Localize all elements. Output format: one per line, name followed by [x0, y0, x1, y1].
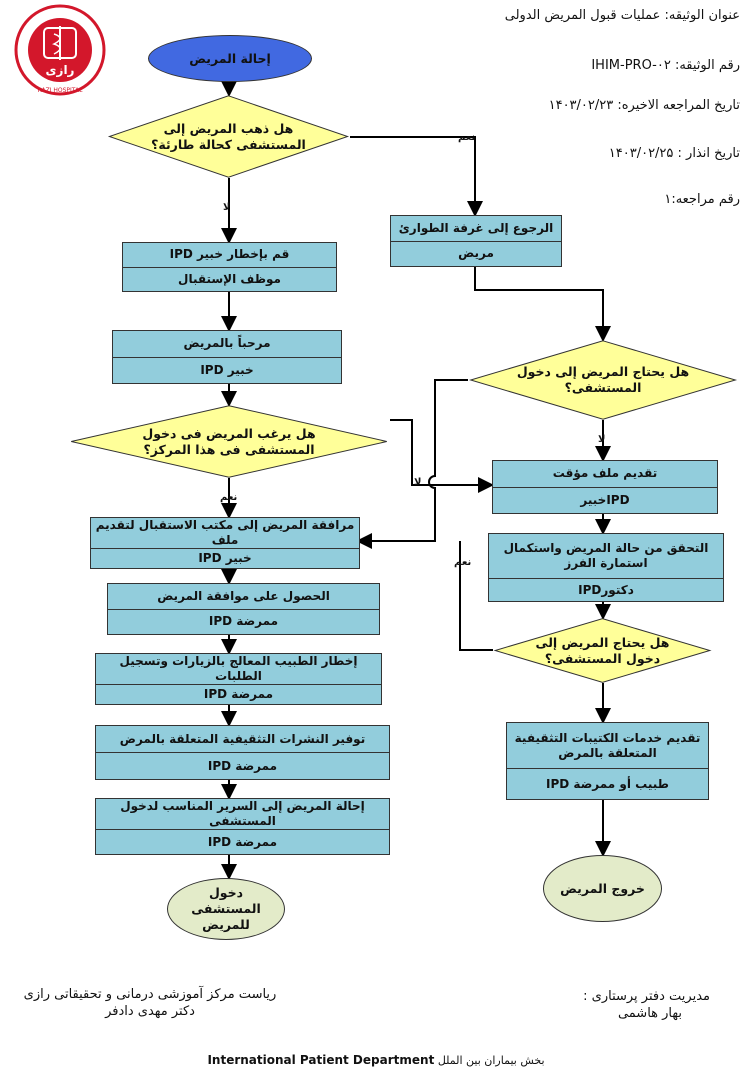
label-yes: نعم	[454, 557, 472, 568]
process-action: التحقق من حالة المريض واستكمال استمارة ا…	[503, 541, 709, 570]
signatory-title: رياست مركز آموزشى درمانى و تحقيقاتى رازى	[23, 987, 277, 1002]
process-role: طبيب أو ممرضة IPD	[507, 768, 708, 799]
svg-text:RAZI HOSPITAL: RAZI HOSPITAL	[38, 87, 84, 94]
process-role: IPDخبير	[493, 486, 717, 514]
process-role: خبير IPD	[91, 548, 359, 568]
process-notify-ipd: قم بإخطار خبير IPD موظف الإستقبال	[122, 242, 337, 292]
process-action: توفير النشرات التثقيفية المتعلقة بالمرض	[119, 731, 366, 746]
process-action: مرافقة المريض إلى مكتب الاستقبال لتقديم …	[95, 518, 355, 547]
process-temp-file: تقديم ملف مؤقت IPDخبير	[492, 460, 718, 514]
process-action: مرحباً بالمريض	[183, 336, 271, 351]
razi-hospital-logo: رازی RAZI HOSPITAL	[14, 4, 106, 96]
process-role: موظف الإستقبال	[123, 266, 336, 292]
process-action: الحصول على موافقة المريض	[157, 588, 330, 603]
process-role: ممرضة IPD	[108, 608, 379, 635]
label-no: لا	[414, 477, 422, 488]
process-education: تقديم خدمات الكتيبات التثقيفية المتعلقة …	[506, 722, 709, 800]
process-action: إخطار الطبيب المعالج بالزيارات وتسجيل ال…	[119, 654, 358, 683]
notice-date: تاريخ انذار : ۱۴۰۳/۰۲/۲۵	[608, 146, 740, 161]
process-action: إحالة المريض إلى السرير المناسب لدخول ال…	[120, 799, 365, 828]
process-role: ممرضة IPD	[96, 684, 381, 704]
signatory-name: بهار هاشمى	[617, 1006, 682, 1021]
end-admission: دخول المستشفى للمريض	[167, 878, 285, 940]
decision-needs-admission-2: هل يحتاج المريض إلى دخول المستشفى؟	[493, 618, 712, 683]
department-footer: International Patient Department بخش بيم…	[0, 1053, 752, 1067]
decision-emergency: هل ذهب المريض إلى المستشفى كحالة طارئة؟	[107, 95, 350, 178]
label-no: لا	[598, 434, 606, 445]
decision-text: هل يرغب المريض فى دخول المستشفى فى هذا ا…	[142, 425, 316, 457]
process-role: دكتورIPD	[489, 578, 723, 601]
document-number: رقم الوثيقه: IHIM-PRO-۰۲	[591, 58, 740, 73]
decision-needs-admission: هل يحتاج المريض إلى دخول المستشفى؟	[468, 340, 738, 420]
last-revision-date: تاريخ المراجعه الاخيره: ۱۴۰۳/۰۲/۲۳	[548, 98, 740, 113]
process-role: خبير IPD	[113, 356, 341, 384]
process-action: تقديم ملف مؤقت	[552, 466, 658, 481]
decision-text: هل يحتاج المريض إلى دخول المستشفى؟	[535, 634, 670, 666]
label-yes: نعم	[220, 492, 238, 503]
revision-number: رقم مراجعه:۱	[664, 192, 740, 207]
svg-text:رازی: رازی	[46, 63, 75, 77]
decision-text: هل ذهب المريض إلى المستشفى كحالة طارئة؟	[151, 120, 306, 152]
label-yes: نعم	[458, 132, 476, 143]
process-brochures: توفير النشرات التثقيفية المتعلقة بالمرض …	[95, 725, 390, 780]
process-action: تقديم خدمات الكتيبات التثقيفية المتعلقة …	[514, 730, 701, 760]
process-verify-triage: التحقق من حالة المريض واستكمال استمارة ا…	[488, 533, 724, 602]
document-title: عنوان الوثيقه: عمليات قبول المريض الدولى	[504, 8, 740, 23]
process-welcome: مرحباً بالمريض خبير IPD	[112, 330, 342, 384]
footer-left: رياست مركز آموزشى درمانى و تحقيقاتى رازى…	[15, 986, 285, 1020]
label-no: لا	[223, 202, 231, 213]
process-action: الرجوع إلى غرفة الطوارئ	[398, 220, 554, 235]
process-consent: الحصول على موافقة المريض ممرضة IPD	[107, 583, 380, 635]
signatory-title: مديريت دفتر پرستارى :	[583, 989, 710, 1004]
footer-right: مديريت دفتر پرستارى : بهار هاشمى	[560, 988, 710, 1022]
process-role: ممرضة IPD	[96, 752, 389, 779]
process-role: مريض	[391, 240, 561, 267]
process-emergency-room: الرجوع إلى غرفة الطوارئ مريض	[390, 215, 562, 267]
process-accompany-reception: مرافقة المريض إلى مكتب الاستقبال لتقديم …	[90, 517, 360, 569]
process-refer-bed: إحالة المريض إلى السرير المناسب لدخول ال…	[95, 798, 390, 855]
start-refer-patient: إحالة المريض	[148, 35, 312, 82]
process-inform-physician: إخطار الطبيب المعالج بالزيارات وتسجيل ال…	[95, 653, 382, 705]
decision-wants-admission: هل يرغب المريض فى دخول المستشفى فى هذا ا…	[68, 405, 390, 478]
process-role: ممرضة IPD	[96, 829, 389, 854]
department-en: International Patient Department	[207, 1053, 435, 1067]
end-exit: خروج المريض	[543, 855, 662, 922]
signatory-name: دكتر مهدى دادفر	[105, 1004, 195, 1019]
decision-text: هل يحتاج المريض إلى دخول المستشفى؟	[516, 364, 690, 395]
department-fa: بخش بيماران بين الملل	[437, 1054, 545, 1067]
process-action: قم بإخطار خبير IPD	[169, 247, 290, 262]
